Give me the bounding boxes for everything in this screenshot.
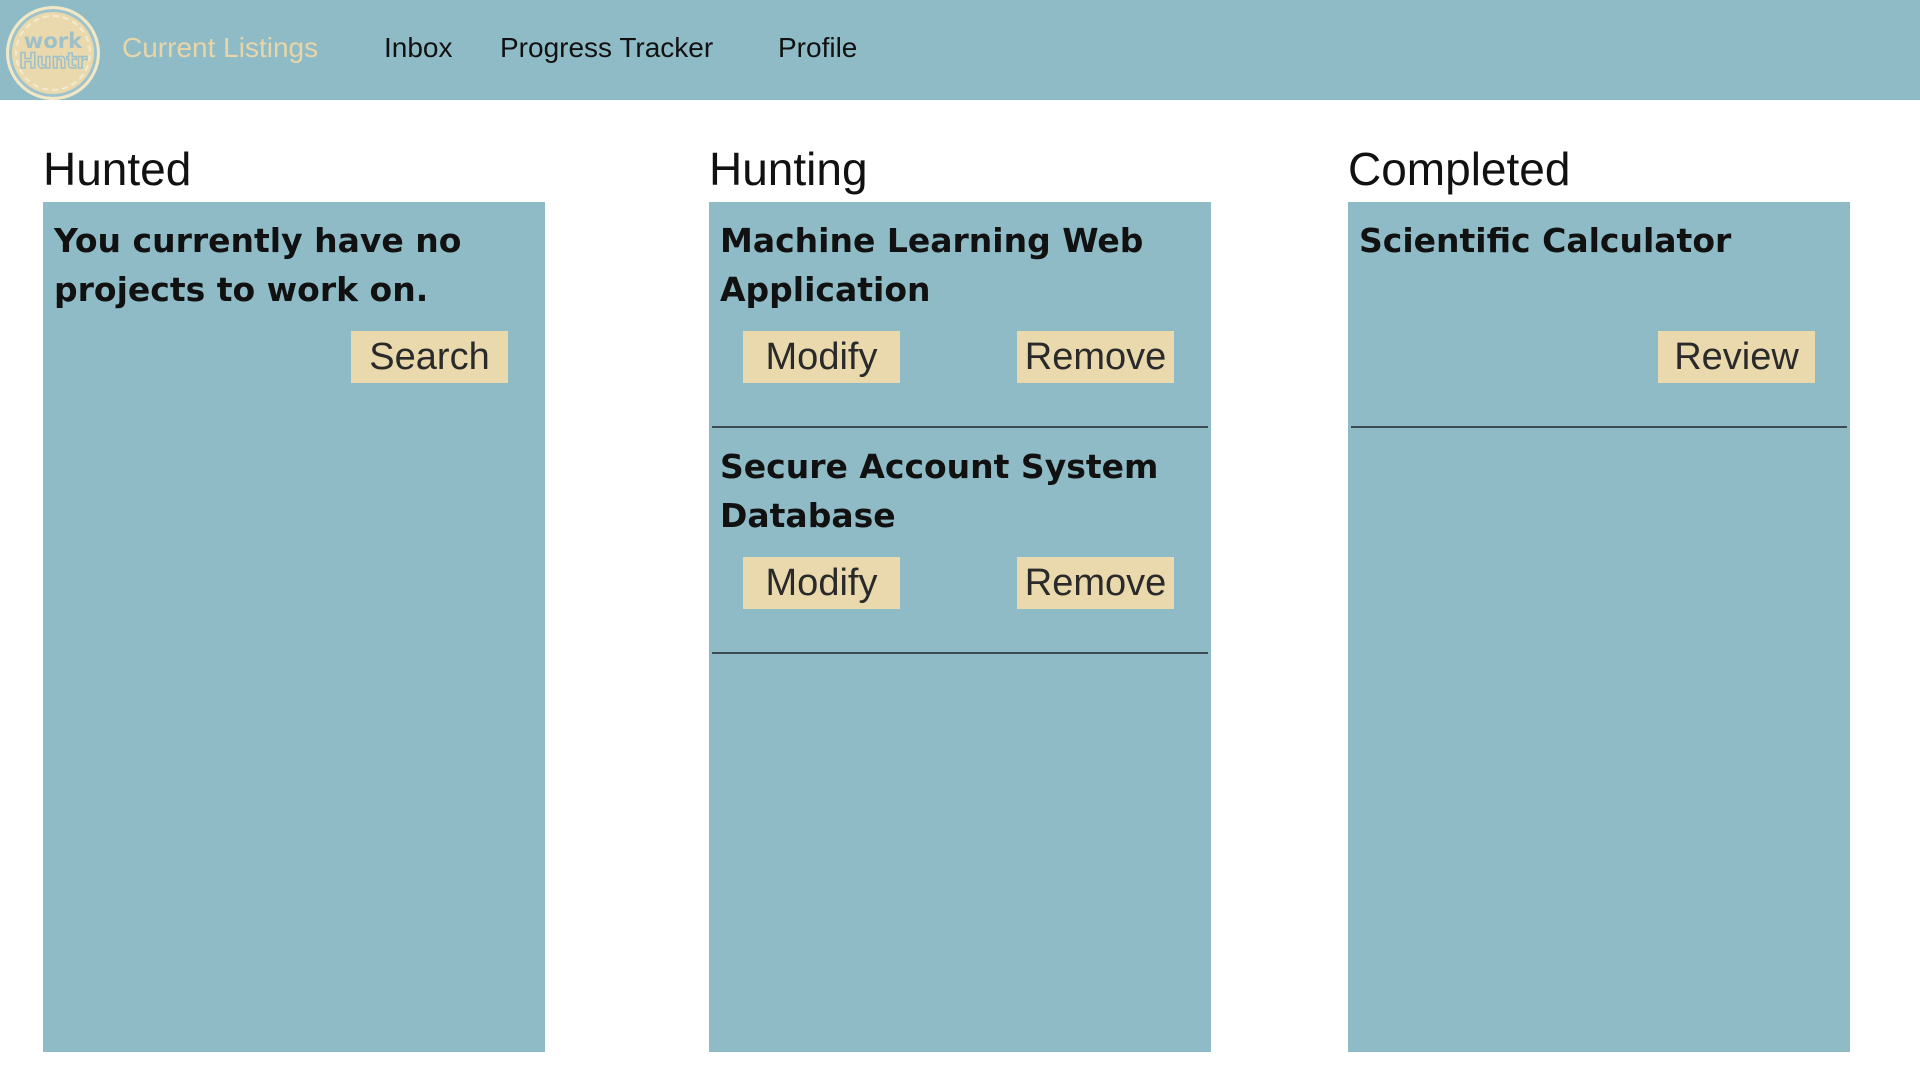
hunting-panel: Machine Learning Web Application Modify … — [709, 202, 1211, 1052]
hunted-empty-message: You currently have no projects to work o… — [54, 221, 462, 309]
nav-inbox[interactable]: Inbox — [384, 32, 453, 63]
search-button[interactable]: Search — [351, 331, 508, 383]
remove-button[interactable]: Remove — [1017, 331, 1174, 383]
hunted-panel: You currently have no projects to work o… — [43, 202, 545, 1052]
logo-ring — [15, 15, 91, 91]
completed-card: Scientific Calculator Review — [1351, 202, 1847, 428]
hunted-heading: Hunted — [43, 143, 192, 195]
nav-progress-tracker[interactable]: Progress Tracker — [500, 32, 714, 63]
logo-text-work: work — [23, 29, 83, 53]
workhuntr-logo[interactable]: work Huntr — [6, 6, 100, 100]
project-title: Secure Account System Database — [720, 447, 1159, 535]
hunting-card: Secure Account System Database Modify Re… — [712, 428, 1208, 654]
remove-button[interactable]: Remove — [1017, 557, 1174, 609]
review-button[interactable]: Review — [1658, 331, 1815, 383]
nav-profile[interactable]: Profile — [778, 32, 858, 63]
project-title: Machine Learning Web Application — [720, 221, 1144, 309]
completed-panel: Scientific Calculator Review — [1348, 202, 1850, 1052]
hunting-card: Machine Learning Web Application Modify … — [712, 202, 1208, 428]
top-nav-bar: work Huntr Current Listings Inbox Progre… — [0, 0, 1920, 100]
hunting-heading: Hunting — [709, 143, 868, 195]
completed-heading: Completed — [1348, 143, 1571, 195]
modify-button[interactable]: Modify — [743, 557, 900, 609]
project-title: Scientific Calculator — [1359, 221, 1732, 260]
nav-current-listings[interactable]: Current Listings — [122, 32, 319, 63]
logo-text-huntr: Huntr — [18, 49, 87, 73]
modify-button[interactable]: Modify — [743, 331, 900, 383]
